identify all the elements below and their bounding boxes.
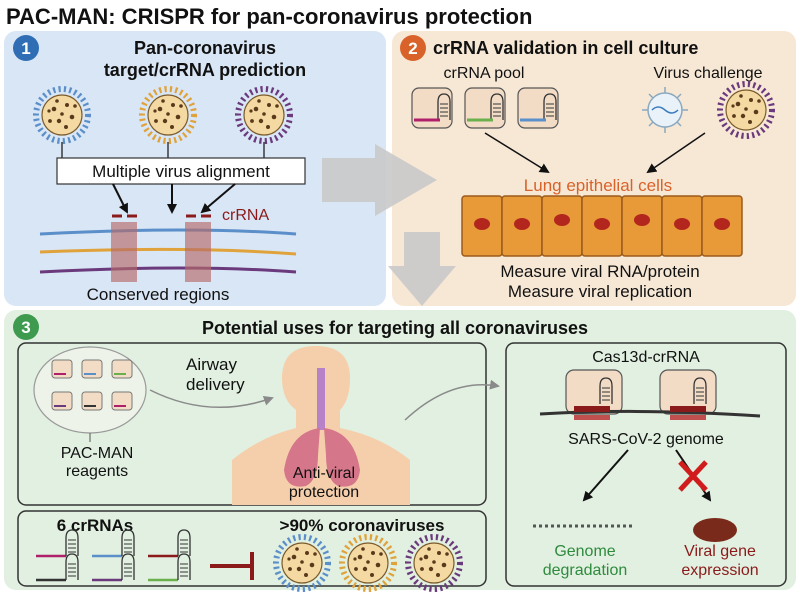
alignment-box (56, 157, 306, 185)
cas13d-complexes (565, 369, 717, 415)
panel-1-heading-line2: target/crRNA prediction (104, 60, 306, 80)
arrow (646, 132, 706, 174)
target-site (574, 415, 610, 420)
cas13d-protein (517, 87, 559, 129)
panel-3-badge (13, 314, 39, 340)
measure-line2: Measure viral replication (508, 282, 692, 301)
lung-icon (284, 368, 360, 487)
six-crrnas (36, 529, 191, 582)
delivery-line2: delivery (186, 375, 245, 394)
crrna-pool-label: crRNA pool (444, 65, 525, 82)
arrow (484, 132, 550, 174)
cas13d-protein (411, 87, 453, 129)
reagents-line1: PAC-MAN (61, 445, 134, 462)
genome-strand-orange (39, 247, 297, 256)
panel-3-badge-number: 3 (21, 318, 30, 337)
crrna-label: crRNA (222, 207, 269, 224)
virus-challenge-label: Virus challenge (653, 65, 762, 82)
genome-strand-purple (39, 266, 297, 274)
coverage-label: >90% coronaviruses (280, 516, 445, 535)
panel-2-heading: crRNA validation in cell culture (433, 38, 698, 58)
reagents-line2: reagents (66, 463, 128, 480)
genome-label: SARS-CoV-2 genome (568, 431, 724, 448)
viral-genome-strand (539, 409, 761, 418)
conserved-region (111, 222, 137, 282)
measure-line1: Measure viral RNA/protein (500, 262, 699, 281)
arrow (200, 183, 236, 214)
delivery-arrow (149, 389, 274, 409)
delivery-line1: Airway (186, 355, 238, 374)
panel-1-badge (13, 35, 39, 61)
panel-2-badge (400, 35, 426, 61)
panel-2-badge-number: 2 (408, 39, 417, 58)
flow-arrow-down (388, 232, 456, 306)
panel-1-heading-line1: Pan-coronavirus (134, 38, 276, 58)
protection-line2: protection (289, 484, 359, 501)
crrnas-label: 6 crRNAs (57, 516, 134, 535)
target-site (670, 415, 706, 420)
crrna-binding (574, 406, 610, 412)
arrow (112, 183, 128, 214)
reagent-particles (51, 359, 133, 411)
conserved-region (185, 222, 211, 282)
expression-line1: Viral gene (684, 543, 756, 560)
mechanism-box (505, 342, 787, 587)
inhibition-bar-icon (210, 552, 254, 580)
cross-mark-icon (678, 460, 708, 492)
lung-epithelial-cells (461, 195, 743, 257)
conserved-label: Conserved regions (87, 285, 230, 304)
alignment-label: Multiple virus alignment (92, 162, 270, 181)
genome-strand-blue (39, 228, 297, 236)
protection-line1: Anti-viral (293, 465, 355, 482)
protein-blob-icon (693, 518, 737, 542)
degradation-line1: Genome (554, 543, 615, 560)
figure-title: PAC-MAN: CRISPR for pan-coronavirus prot… (6, 4, 532, 29)
cas-label: Cas13d-crRNA (592, 349, 700, 366)
lung-cells-label: Lung epithelial cells (524, 176, 672, 195)
panel-1-badge-number: 1 (21, 39, 30, 58)
mechanism-arrow (404, 379, 500, 421)
expression-line2: expression (681, 562, 758, 579)
crrna-binding (670, 406, 706, 412)
degradation-line2: degradation (543, 562, 628, 579)
arrow (582, 449, 629, 502)
panel-3-heading: Potential uses for targeting all coronav… (202, 318, 588, 338)
crrna-pool-group (411, 87, 559, 129)
crrnas-box (17, 510, 487, 587)
pseudovirus-icon (642, 87, 688, 133)
cas13d-protein (464, 87, 506, 129)
flow-arrow-right (322, 144, 437, 216)
